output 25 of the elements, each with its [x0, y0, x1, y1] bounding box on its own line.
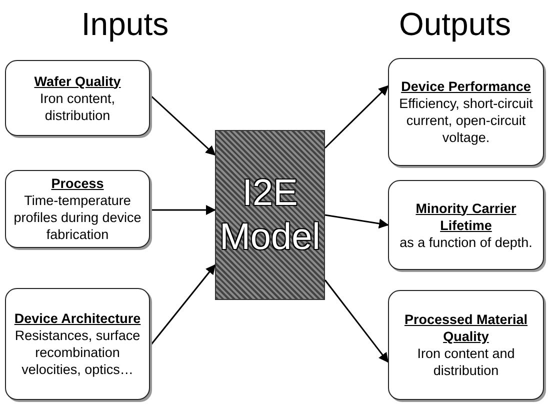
box-text: Iron content and distribution [416, 345, 516, 379]
arrow [324, 214, 389, 229]
box-text: Iron content, distribution [38, 90, 116, 124]
column-heading: Inputs [80, 5, 170, 44]
box-heading: Device Architecture [14, 310, 141, 327]
rounded-box [388, 58, 544, 166]
rounded-box [5, 60, 150, 136]
box-heading: Process [51, 175, 104, 192]
arrow [150, 205, 216, 215]
arrow [324, 280, 389, 363]
box-text: Efficiency, short-circuit current, open-circuit voltage. [398, 95, 534, 146]
column-heading: Outputs [398, 5, 512, 44]
arrow [150, 94, 216, 156]
box-heading: Wafer Quality [34, 72, 121, 90]
box-text: as a function of depth. [400, 234, 532, 250]
rounded-box [388, 180, 544, 270]
rounded-box [5, 288, 150, 400]
arrow [324, 85, 389, 149]
rounded-box [5, 170, 150, 248]
rounded-box [388, 290, 544, 400]
box-heading: Device Performance [401, 78, 531, 95]
box-heading: Processed Material Quality [403, 311, 529, 345]
arrow [149, 264, 216, 346]
box-text: Time-temperature profiles during device fabrication [12, 192, 142, 243]
box-text: Resistances, surface recombination velocities, optics… [14, 327, 142, 378]
